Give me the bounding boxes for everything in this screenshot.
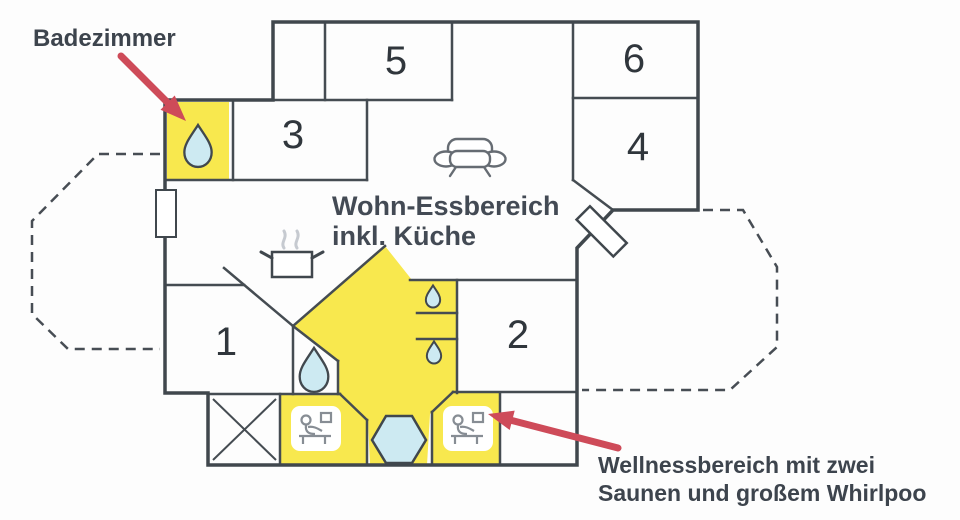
badezimmer-arrow	[117, 52, 186, 121]
sofa-icon	[433, 137, 507, 178]
window-icon	[155, 189, 177, 238]
room-3-number: 3	[282, 113, 304, 157]
living-area-label-line1: Wohn-Essbereich	[332, 191, 560, 221]
room-4-number: 4	[627, 125, 649, 169]
terrace-right-outline	[582, 208, 779, 392]
interior-walls	[163, 20, 700, 467]
hexagon-pool-icon	[370, 414, 428, 465]
sauna-person-icon-1	[291, 406, 341, 451]
room-2-number: 2	[507, 313, 529, 357]
wellness-arrow	[488, 410, 622, 452]
room-6-number: 6	[623, 37, 645, 81]
wellness-corridor-area	[293, 246, 457, 465]
water-drop-icon-wc-1	[424, 283, 442, 309]
badezimmer-label: Badezimmer	[33, 25, 176, 52]
water-drop-icon-wc-2	[425, 339, 443, 365]
wellness-label-line1: Wellnessbereich mit zwei	[598, 452, 875, 478]
living-area-label-line2: inkl. Küche	[332, 221, 476, 251]
x-cross-icon	[212, 398, 277, 461]
terrace-left-outline	[30, 152, 160, 351]
room-1-number: 1	[215, 320, 237, 364]
water-drop-icon-bathroom	[183, 122, 213, 169]
cooking-pot-icon	[259, 229, 325, 279]
door-swing-icon	[574, 204, 629, 259]
water-drop-icon-hall	[298, 345, 330, 394]
outer-wall	[163, 20, 700, 467]
wellness-label-line2: Saunen und großem Whirlpoo	[598, 480, 926, 506]
room-5-number: 5	[385, 39, 407, 83]
sauna-person-icon-2	[443, 406, 493, 451]
